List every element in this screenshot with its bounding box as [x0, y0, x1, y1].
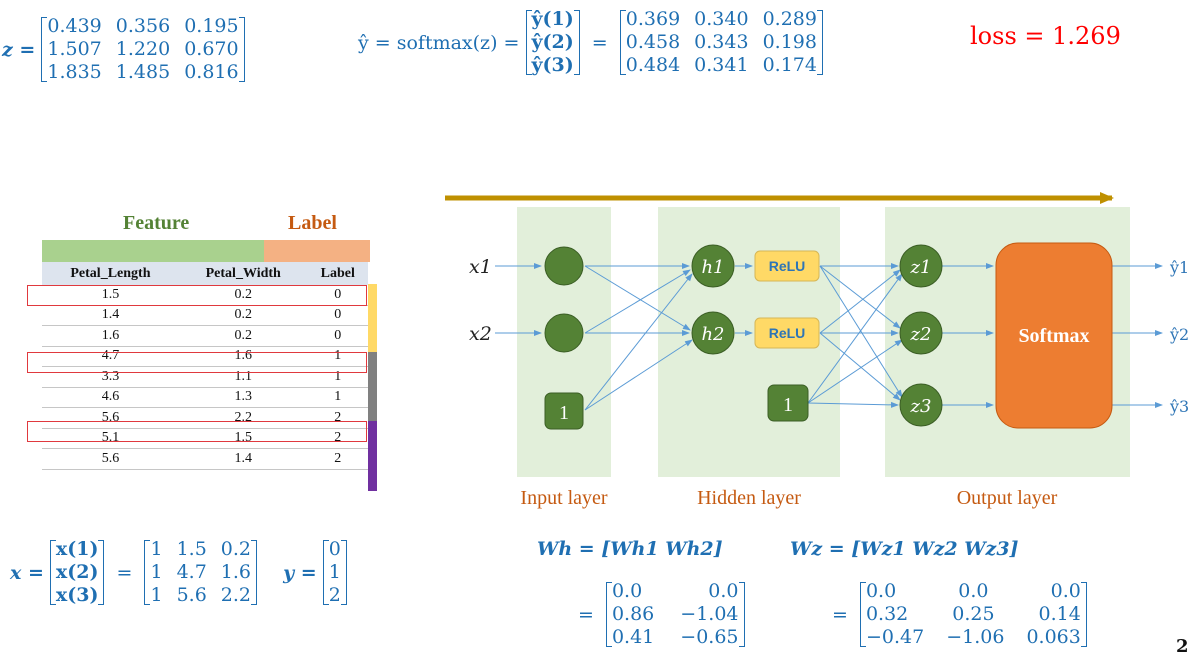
col-header: Petal_Width: [178, 262, 308, 285]
output-yhat1: ŷ1: [1169, 258, 1189, 277]
class-1-bar: [368, 352, 377, 421]
hidden-node-h1: [691, 244, 735, 288]
svg-text:ReLU: ReLU: [769, 325, 806, 341]
col-header: Label: [307, 262, 368, 285]
class-2-bar: [368, 421, 377, 491]
wh-definition: Wh = [Wh1 Wh2]: [537, 538, 723, 560]
highlight-row-7: [27, 421, 367, 442]
relu-box-2: [754, 317, 820, 349]
z-lhs: z =: [2, 38, 36, 61]
output-yhat3: ŷ3: [1169, 397, 1189, 416]
input-node-2: [544, 313, 584, 353]
highlight-row-1: [27, 285, 367, 306]
input-layer-label: Input layer: [520, 487, 608, 509]
output-layer-label: Output layer: [957, 487, 1058, 509]
yhat-lhs: ŷ = softmax(z) =: [358, 31, 520, 54]
svg-text:h2: h2: [701, 324, 724, 345]
highlight-row-4: [27, 352, 367, 373]
input-x2-label: x2: [469, 323, 492, 345]
input-node-1: [544, 246, 584, 286]
label-color-bar: [264, 240, 370, 262]
class-0-bar: [368, 284, 377, 352]
hidden-bias-node: [767, 384, 809, 422]
page-number: 2: [1176, 636, 1189, 657]
wz-definition: Wz = [Wz1 Wz2 Wz3]: [790, 538, 1019, 560]
svg-text:z2: z2: [910, 324, 932, 345]
svg-text:1: 1: [559, 402, 569, 424]
svg-text:ReLU: ReLU: [769, 258, 806, 274]
svg-text:1: 1: [783, 394, 793, 416]
output-node-z2: [899, 311, 943, 355]
output-yhat2: ŷ2: [1169, 325, 1189, 344]
x-vector: x(1)x(2)x(3): [49, 538, 105, 607]
output-node-z3: [899, 383, 943, 427]
col-header: Petal_Length: [42, 262, 179, 285]
loss-value: loss = 1.269: [970, 22, 1121, 50]
relu-box-1: [754, 250, 820, 282]
hidden-layer-label: Hidden layer: [697, 487, 801, 509]
svg-text:z1: z1: [910, 257, 932, 278]
feature-header: Feature: [123, 212, 190, 234]
input-x1-label: x1: [469, 256, 492, 278]
yhat-vector: ŷ(1)ŷ(2)ŷ(3): [525, 8, 581, 77]
softmax-box: [995, 242, 1113, 429]
hidden-node-h2: [691, 311, 735, 355]
svg-text:h1: h1: [701, 257, 724, 278]
label-header: Label: [288, 212, 337, 234]
svg-text:z3: z3: [910, 396, 932, 417]
feature-color-bar: [42, 240, 264, 262]
output-node-z1: [899, 244, 943, 288]
input-bias-node: [544, 392, 584, 430]
svg-text:Softmax: Softmax: [1018, 325, 1089, 347]
